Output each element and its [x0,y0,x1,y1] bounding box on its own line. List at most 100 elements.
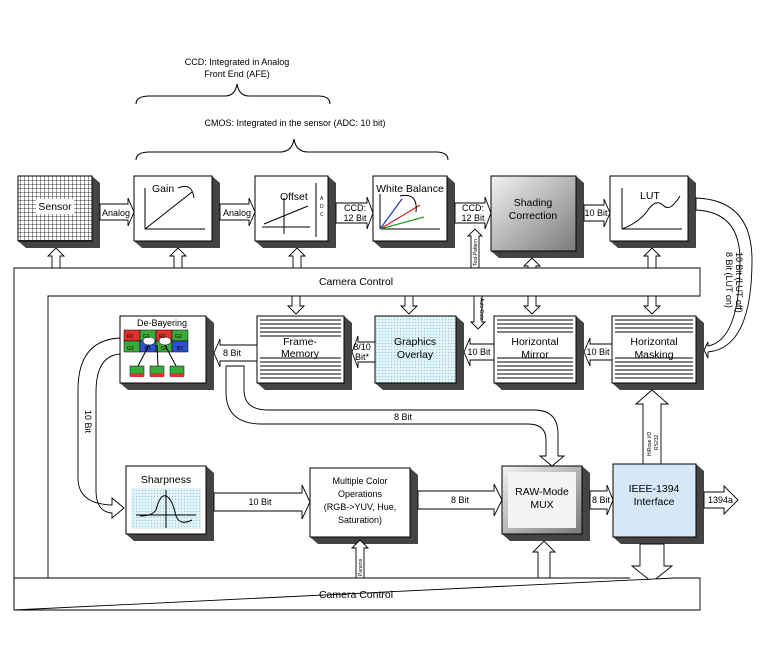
lut-to-masking-arrow [695,197,753,359]
hirose-label-2: RS232 [654,434,660,450]
mco-label-4: Saturation) [338,515,382,525]
frame-debayer-arrow [213,338,258,368]
white-balance-block [372,175,455,248]
cmos-brace [135,138,449,161]
raw-mux-label-1: RAW-Mode [515,486,569,498]
camera-control-label-top: Camera Control [319,276,393,288]
shading-label-2: Correction [509,210,558,222]
graphics-overlay-label-1: Graphics [394,336,436,348]
masking-mirror-arrow [583,337,613,367]
lut-block [609,175,696,248]
sharpness-label: Sharpness [141,474,191,486]
ccd-12bit-label-1b: 12 Bit [343,213,367,223]
analog-arrow-1 [99,197,135,227]
ccd-12bit-arrow-1 [335,196,374,230]
lut-out-label-1: 10 Bit (LUT off) [734,252,744,313]
sharpness-mco-label: 10 Bit [248,497,272,507]
ccd-brace-label-2: Front End (AFE) [204,69,270,79]
horizontal-masking-block [611,315,704,390]
ieee-label-2: Interface [634,496,675,508]
lut-label: LUT [640,190,660,202]
gain-block [133,175,220,248]
auto-data-arrow [469,295,487,330]
adc-letter-d: D [320,204,324,210]
camera-control-label-bottom: Camera Control [319,589,393,601]
offset-label: Offset [280,191,308,203]
test-pattern-arrow [466,228,484,269]
overlay-frame-label-2: Bit* [355,352,370,362]
horizontal-mirror-block [493,315,584,390]
masking-mirror-label: 10 Bit [586,347,610,357]
ccd-brace [135,83,331,105]
ccd-12bit-label-2a: CCD: [462,203,484,213]
white-balance-label: White Balance [376,183,444,195]
ccd-brace-label-1: CCD: Integrated in Analog [185,57,290,67]
sensor-block [17,175,100,248]
bus-connectors-top [46,247,662,315]
ccd-12bit-arrow-2 [454,196,492,230]
shading-correction-block [490,175,584,258]
mco-raw-label: 8 Bit [451,495,470,505]
horizontal-masking-label-1: Horizontal [630,336,677,348]
params-label: Params [358,558,364,576]
analog-label-1: Analog [102,208,130,218]
debayer-sharpness-label: 10 Bit [83,410,93,434]
hirose-arrow [634,389,670,465]
debayer-sharpness-arrow [77,337,125,519]
bayer-b1: B1 [145,346,151,352]
offset-block [254,175,336,248]
ieee-out-arrow [703,484,739,516]
overlay-frame-arrow [351,335,376,369]
bus-connectors-bottom [531,540,674,583]
sensor-label: Sensor [38,201,72,213]
mirror-overlay-arrow [463,337,495,367]
auto-data-label: Auto-Data [478,298,484,321]
raw-mode-mux-block [501,465,590,541]
bayer-b2: B2 [177,346,183,352]
analog-label-2: Analog [223,208,251,218]
bayer-g3: G3 [127,346,134,352]
bayer-r2: R2 [159,334,166,340]
mirror-overlay-label: 10 Bit [467,347,491,357]
mco-label-1: Multiple Color [332,476,387,486]
test-pattern-label: Test-Pattern [473,239,479,266]
frame-debayer-label: 8 Bit [223,348,242,358]
analog-arrow-2 [219,197,256,227]
sharpness-mco-arrow [213,484,311,520]
adc-letter-c: C [320,212,324,218]
adc-letter-a: A [320,196,324,202]
horizontal-mirror-label-1: Horizontal [511,336,558,348]
frame-memory-label-1: Frame- [283,336,317,348]
raw-ieee-arrow [589,484,614,516]
bayer-g2: G2 [175,334,182,340]
graphics-overlay-block [374,315,464,390]
shading-lut-label: 10 Bit [584,208,608,218]
bayer-g4: G4 [161,346,168,352]
shading-label-1: Shading [514,197,553,209]
lut-out-label-2: 8 Bit (LUT on) [724,252,734,308]
overlay-frame-label-1: 8/10 [353,342,371,352]
horizontal-mirror-label-2: Mirror [521,349,549,361]
frame-raw-label: 8 Bit [394,412,413,422]
shading-lut-arrow [583,198,611,228]
cmos-brace-label: CMOS: Integrated in the sensor (ADC: 10 … [204,118,385,128]
camera-control-bus-bottom [13,577,701,611]
graphics-overlay-label-2: Overlay [397,349,434,361]
raw-mux-label-2: MUX [530,499,553,511]
ieee-label-1: IEEE-1394 [629,483,680,495]
hirose-label-1: HiRose I/O [647,431,653,456]
gain-label: Gain [152,183,174,195]
ccd-12bit-label-1a: CCD: [344,203,366,213]
mco-label-2: Operations [338,489,383,499]
ccd-12bit-label-2b: 12 Bit [461,213,485,223]
frame-memory-label-2: Memory [281,348,320,360]
horizontal-masking-label-2: Masking [634,349,673,361]
frame-raw-arrow [225,365,566,467]
mco-label-3: (RGB->YUV, Hue, [324,502,396,512]
bayer-r1: R1 [127,334,134,340]
params-arrow [350,539,370,579]
out-1394a-label: 1394a [708,495,733,505]
debayering-label: De-Bayering [137,318,187,328]
debayering-block [119,315,214,390]
